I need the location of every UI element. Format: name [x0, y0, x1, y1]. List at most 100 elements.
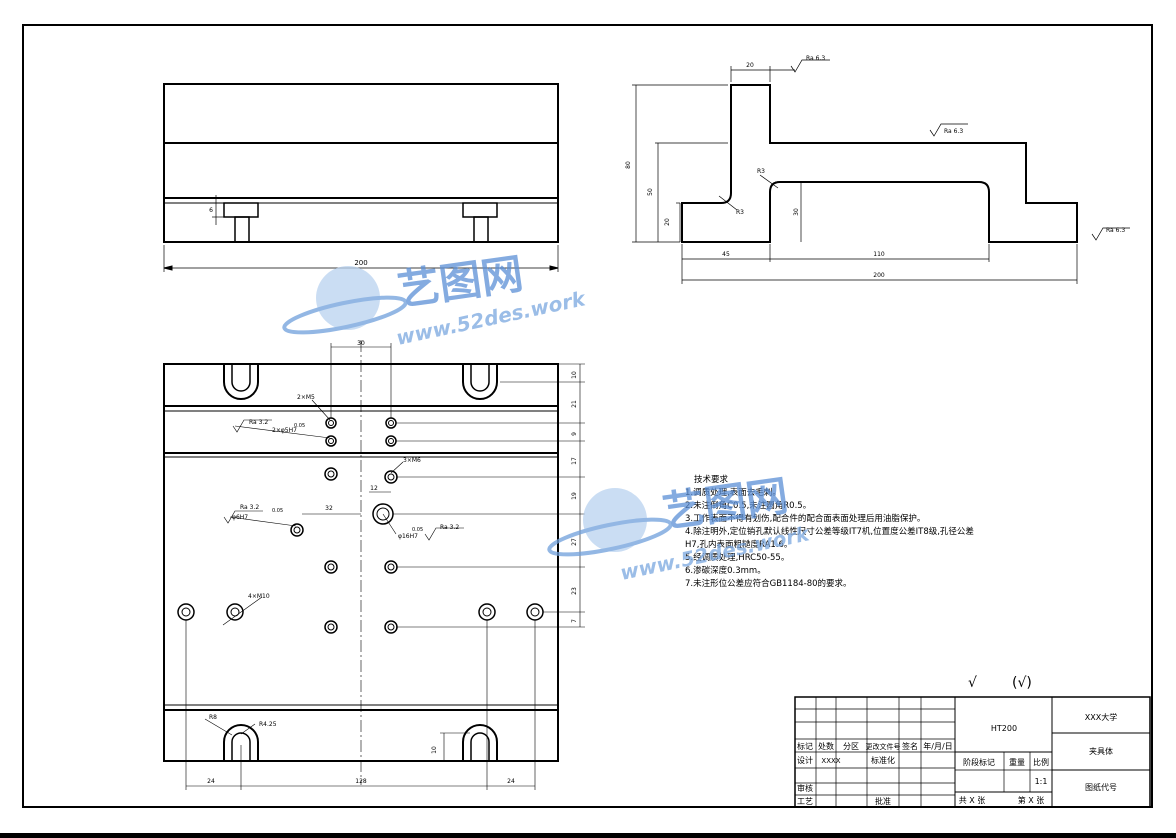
dim-side-height-50: 50: [647, 188, 654, 196]
tb-h-mark: 标记: [797, 741, 813, 751]
tech-title: 技术要求: [694, 474, 729, 485]
dim-plan-bottom-left: 24: [207, 778, 215, 785]
hole-pin5: [385, 435, 397, 447]
tb-scale-value: 1:1: [1035, 777, 1048, 786]
dim-side-radius-left: R3: [736, 209, 744, 216]
tech-item: 7.未注形位公差应符合GB1184-80的要求。: [685, 578, 852, 589]
hole-m6: [324, 467, 338, 481]
tb-sheet-no: 第 X 张: [1018, 795, 1045, 805]
dim-side-top-width: 20: [746, 62, 754, 69]
locating-pin-left: [223, 202, 259, 243]
dim-plan-right-1: 10: [571, 371, 578, 379]
side-view: [632, 59, 1130, 284]
tech-item: 5.经调质处理,HRC50-55。: [685, 552, 789, 563]
watermark-top: 艺图网 www.52des.work: [282, 249, 589, 350]
note-phi6h7: φ6H7: [232, 514, 248, 521]
dim-plan-right-4: 17: [571, 457, 578, 465]
hole-m6: [324, 620, 338, 634]
roughness-plan-b: Ra 3.2: [240, 504, 259, 511]
surface-check-paren: (√): [1012, 675, 1032, 691]
tech-item: 2.未注倒角C0.5,未注圆角R0.5。: [685, 500, 811, 511]
tech-requirements: 技术要求 1.调质处理,表面去毛刺。 2.未注倒角C0.5,未注圆角R0.5。 …: [685, 474, 974, 589]
dim-side-height-20: 20: [664, 218, 671, 226]
hole-m10: [226, 603, 244, 621]
hole-m10: [526, 603, 544, 621]
dim-side-left-len: 45: [722, 251, 730, 258]
tb-check: 审核: [797, 783, 813, 793]
tb-designer: XXXX: [821, 757, 840, 765]
dim-side-slot-height: 30: [793, 208, 800, 216]
roughness-plan-c: Ra 3.2: [440, 524, 459, 531]
tb-material: HT200: [991, 724, 1017, 733]
note-4xm10: 4×M10: [248, 593, 270, 600]
dim-plan-bottom-mid: 128: [355, 778, 367, 785]
dim-plan-slot-height: 10: [431, 746, 438, 754]
slot-bottom-right: [462, 724, 498, 761]
hole-m5: [385, 417, 397, 429]
dim-plan-right-3: 9: [571, 432, 578, 436]
note-2xm5: 2×M5: [297, 394, 315, 401]
tb-drawing-no: 图纸代号: [1085, 782, 1117, 792]
tech-item: 1.调质处理,表面去毛刺。: [685, 487, 781, 498]
watermark-middle: 艺图网 www.52des.work: [547, 471, 813, 585]
dim-front-width: 200: [354, 259, 367, 267]
plan-view: [163, 340, 585, 790]
dim-plan-bottom-right: 24: [507, 778, 515, 785]
hole-m5: [325, 417, 337, 429]
hole-m6: [384, 620, 398, 634]
tech-item: H7,孔内表面粗糙度RA1.6。: [685, 539, 792, 550]
tb-weight: 重量: [1009, 757, 1025, 767]
slot-bottom-left: [223, 724, 259, 761]
tech-item: 6.渗碳深度0.3mm。: [685, 565, 766, 576]
dim-side-height-80: 80: [625, 161, 632, 169]
drawing-border: [22, 24, 1153, 808]
tb-scale: 比例: [1033, 757, 1049, 767]
roughness-side-right: Ra 6.3: [1106, 227, 1125, 234]
dim-side-slot-len: 110: [873, 251, 885, 258]
note-2xphi5h7: 2×φ5H7: [272, 427, 297, 434]
dim-side-total-len: 200: [873, 272, 885, 279]
hole-m6: [324, 560, 338, 574]
tech-item: 4.除注明外,定位销孔默认线性尺寸公差等级IT7机,位置度公差IT8级,孔径公差: [685, 526, 974, 537]
tb-h-doc: 更改文件号: [866, 742, 901, 751]
hole-m6: [384, 560, 398, 574]
tb-design: 设计: [797, 755, 813, 765]
dim-plan-r8: R8: [209, 714, 217, 721]
roughness-side-mid: Ra 6.3: [944, 128, 963, 135]
tolerance-a: 0.05: [294, 423, 305, 429]
tech-item: 3.工作表面不得有划伤,配合件的配合面表面处理后用油脂保护。: [685, 513, 925, 524]
surface-check-mark: √: [968, 675, 977, 691]
front-view: [163, 83, 559, 272]
tolerance-c: 0.05: [412, 527, 423, 533]
hole-m10: [177, 603, 195, 621]
title-block: [794, 696, 1151, 808]
slot-top-left: [223, 364, 259, 400]
dim-plan-r425: R4.25: [259, 721, 277, 728]
tb-standard: 标准化: [871, 755, 895, 765]
tb-stage: 阶段标记: [963, 757, 995, 767]
tb-school: XXX大学: [1085, 712, 1117, 722]
front-view-outline: [163, 83, 559, 243]
dim-plan-right-7: 23: [571, 587, 578, 595]
dim-plan-30: 30: [357, 340, 365, 347]
tb-h-sign: 签名: [902, 741, 918, 751]
tb-process: 工艺: [797, 797, 813, 806]
dim-side-radius-top: R3: [757, 168, 765, 175]
slot-top-right: [462, 364, 498, 400]
dim-plan-32: 32: [325, 505, 333, 512]
dim-plan-right-8: 7: [571, 619, 578, 623]
side-view-profile: [681, 84, 1078, 243]
hole-pin5: [325, 435, 337, 447]
dim-pin-height: 6: [209, 207, 213, 214]
hole-m10: [478, 603, 496, 621]
dim-plan-right-5: 19: [571, 492, 578, 500]
roughness-plan-a: Ra 3.2: [249, 419, 268, 426]
tb-h-count: 处数: [818, 741, 834, 751]
hole-pin6: [290, 523, 304, 537]
roughness-side-top: Ra 6.3: [806, 55, 825, 62]
locating-pin-right: [462, 202, 498, 243]
dim-plan-right-2: 21: [571, 400, 578, 408]
note-3xm6: 3×M6: [403, 457, 421, 464]
note-phi16h7: φ16H7: [398, 533, 418, 540]
